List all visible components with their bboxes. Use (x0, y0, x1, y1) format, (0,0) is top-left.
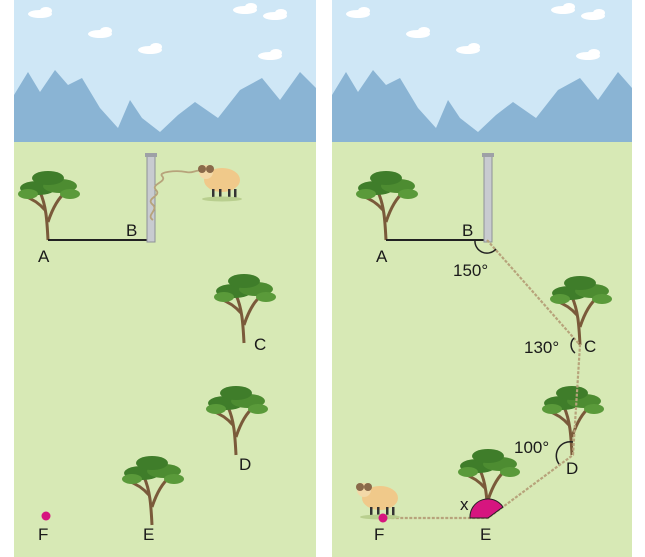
pole-cap (482, 153, 494, 157)
angle-marker-e (469, 498, 504, 519)
pole-cap (145, 153, 157, 157)
rope (149, 169, 205, 221)
point-f-marker (41, 511, 51, 521)
point-f-marker (378, 513, 388, 523)
label-d: D (566, 459, 578, 478)
left-panel: A B C D E F (14, 0, 316, 557)
label-f: F (374, 525, 384, 544)
angle-arc-d (555, 440, 574, 465)
angle-label-e: x (460, 495, 469, 514)
label-a: A (38, 247, 50, 266)
panel-divider (316, 0, 332, 557)
angle-arc-b (474, 239, 497, 254)
label-f: F (38, 525, 48, 544)
label-a: A (376, 247, 388, 266)
label-d: D (239, 455, 251, 474)
angle-label-d: 100° (514, 438, 549, 457)
right-panel: A B C D E F 150° 130° 100° x (332, 0, 632, 557)
angle-arc-c (570, 337, 576, 354)
angle-label-c: 130° (524, 338, 559, 357)
label-e: E (143, 525, 154, 544)
label-e: E (480, 525, 491, 544)
label-b: B (462, 221, 473, 240)
mountains (14, 70, 316, 142)
pole (483, 155, 493, 243)
angle-label-b: 150° (453, 261, 488, 280)
mountains (332, 70, 632, 142)
label-c: C (584, 337, 596, 356)
rope-path (383, 239, 582, 520)
label-c: C (254, 335, 266, 354)
label-b: B (126, 221, 137, 240)
